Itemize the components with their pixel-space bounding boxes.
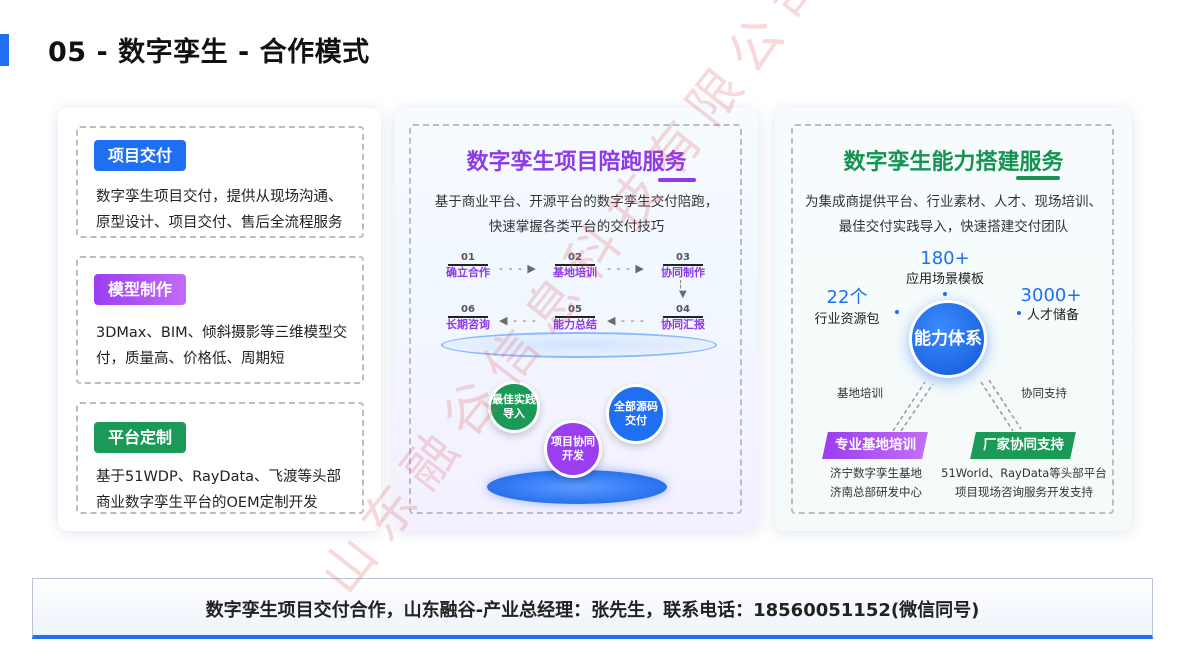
dot-resources [895,310,899,314]
tag-project-delivery: 项目交付 [94,140,187,171]
stat-talent-value: 3000+ [1020,285,1082,306]
accompany-title: 数字孪生项目陪跑服务 [466,150,687,175]
panel-accompany-service: 数字孪生项目陪跑服务 基于商业平台、开源平台的数字孪生交付陪跑，快速掌握各类平台… [395,108,758,531]
support-line-2: 项目现场咨询服务开发支持 [955,485,1093,499]
training-line-2: 济南总部研发中心 [830,485,922,499]
capability-title-underline [1016,176,1060,180]
stat-templates-value: 180+ [920,248,970,269]
link-label-training: 基地培训 [837,386,883,400]
title-accent-bar [0,34,9,66]
circle-best-practice: 最佳实践导入 [488,381,540,433]
ring-top [441,332,717,358]
stat-resources-value: 22个 [826,287,868,308]
link-label-support: 协同支持 [1021,386,1067,400]
stat-talent-label: 人才储备 [1026,308,1079,323]
panel-capability-service: 数字孪生能力搭建服务 为集成商提供平台、行业素材、人才、现场培训、最佳交付实践导… [775,108,1132,531]
arrow-03-04: ¦▼ [679,279,688,300]
service-text-delivery: 数字孪生项目交付，提供从现场沟通、原型设计、项目交付、售后全流程服务 [96,189,343,231]
service-box-platform: 平台定制 基于51WDP、RayData、飞渡等头部商业数字孪生平台的OEM定制… [76,402,364,514]
contact-footer: 数字孪生项目交付合作，山东融谷-产业总经理：张先生，联系电话：185600511… [32,578,1153,639]
contact-text: 数字孪生项目交付合作，山东融谷-产业总经理：张先生，联系电话：185600511… [205,600,980,621]
sub-tag-support: 厂家协同支持 [970,432,1076,459]
service-box-modeling: 模型制作 3DMax、BIM、倾斜摄影等三维模型交付，质量高、价格低、周期短 [76,256,364,384]
support-line-1: 51World、RayData等头部平台 [941,466,1107,480]
stat-templates-label: 应用场景模板 [905,272,984,287]
arrow-02-03: - - - ▶ [607,262,645,275]
service-box-delivery: 项目交付 数字孪生项目交付，提供从现场沟通、原型设计、项目交付、售后全流程服务 [76,126,364,238]
training-line-1: 济宁数字孪生基地 [830,466,922,480]
link-arrows [892,379,1022,432]
accompany-title-underline [658,178,696,182]
tag-model-making: 模型制作 [94,274,187,305]
capability-desc: 为集成商提供平台、行业素材、人才、现场培训、最佳交付实践导入，快速搭建交付团队 [805,194,1102,235]
capability-frame [791,124,1114,514]
dot-talent [1017,311,1021,315]
service-text-platform: 基于51WDP、RayData、飞渡等头部商业数字孪生平台的OEM定制开发 [96,469,342,511]
arrow-01-02: - - - ▶ [499,262,537,275]
panel-services: 项目交付 数字孪生项目交付，提供从现场沟通、原型设计、项目交付、售后全流程服务 … [58,108,381,531]
accompany-desc: 基于商业平台、开源平台的数字孪生交付陪跑，快速掌握各类平台的交付技巧 [434,194,719,235]
circle-co-development: 项目协同开发 [544,420,602,478]
arrow-04-05: ◀ - - - [607,314,645,327]
capability-center-circle: 能力体系 [909,300,987,378]
page-title: 05 - 数字孪生 - 合作模式 [48,37,370,68]
arrow-05-06: ◀ - - - [499,314,537,327]
circle-source-code: 全部源码交付 [606,384,666,444]
capability-title: 数字孪生能力搭建服务 [843,150,1064,175]
stat-resources-label: 行业资源包 [814,312,880,327]
tag-platform-custom: 平台定制 [94,422,187,453]
dot-templates [943,292,947,296]
service-text-modeling: 3DMax、BIM、倾斜摄影等三维模型交付，质量高、价格低、周期短 [96,325,348,367]
sub-tag-training: 专业基地培训 [822,432,928,459]
accompany-frame [409,124,742,514]
